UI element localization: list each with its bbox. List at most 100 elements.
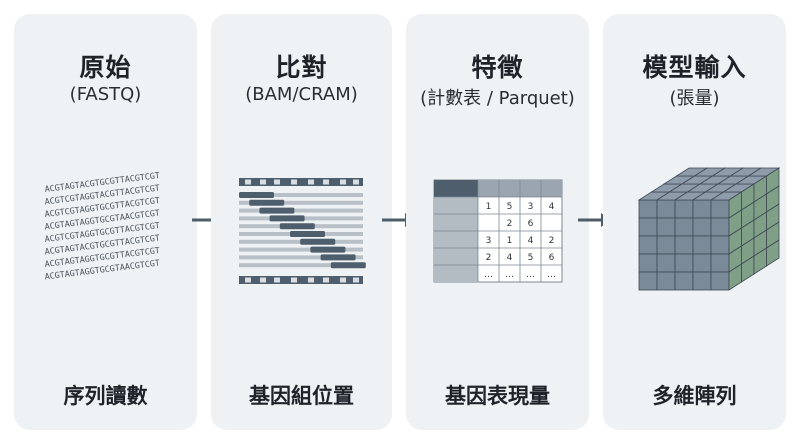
table-cell-value: 2 — [507, 219, 513, 229]
alignment-illustration — [239, 178, 366, 284]
cube-front-cell — [710, 253, 730, 273]
cube-front-cell — [692, 235, 712, 255]
aligned-read — [320, 254, 356, 261]
reference-gap — [260, 179, 266, 185]
sequence-reads: ACGTAGTACGTGCGTTACGTCGTACGTCGTAGGTACGTTA… — [44, 170, 160, 282]
coverage-track — [239, 208, 363, 213]
reference-gap — [323, 179, 329, 185]
reference-gap — [260, 277, 266, 283]
tensor-cube-illustration — [637, 167, 781, 291]
table-cell-value: 5 — [528, 253, 534, 263]
sequence-reads-illustration: ACGTAGTACGTGCGTTACGTCGTACGTCGTAGGTACGTTA… — [44, 170, 160, 282]
cube-front-cell — [638, 271, 658, 291]
cube-front-cell — [692, 271, 712, 291]
cube-front-cell — [638, 253, 658, 273]
table-corner — [434, 180, 478, 197]
cube-front-cell — [674, 217, 694, 237]
stage-panel-model-input: 模型輸入 (張量) 多維陣列 — [603, 14, 786, 430]
cube-front-cell — [656, 199, 676, 219]
cube-front-cell — [656, 217, 676, 237]
aligned-read — [259, 207, 295, 214]
stage-caption: 基因表現量 — [445, 384, 550, 408]
cube-front-cell — [674, 199, 694, 219]
coverage-track — [239, 247, 363, 252]
reference-gap — [274, 179, 280, 185]
table-cell-value: … — [505, 270, 514, 280]
stage-subtitle: (張量) — [669, 88, 720, 109]
reference-gap — [308, 277, 314, 283]
cube-front-cell — [692, 199, 712, 219]
coverage-track — [239, 193, 363, 197]
reference-gap — [245, 277, 251, 283]
table-cell-value: 4 — [507, 253, 513, 263]
stage-subtitle: (FASTQ) — [69, 84, 142, 105]
cube-front-cell — [692, 253, 712, 273]
reference-strip-top — [239, 178, 363, 186]
table-cell-value: 3 — [486, 236, 492, 246]
cube-side-cell — [766, 239, 780, 267]
aligned-read — [239, 192, 274, 198]
cube-front-cell — [638, 199, 658, 219]
aligned-read — [269, 215, 305, 222]
reference-gap — [245, 179, 251, 185]
coverage-track — [239, 200, 363, 205]
reference-gap — [291, 179, 297, 185]
coverage-track — [239, 263, 363, 268]
table-cell-value: 1 — [507, 236, 513, 246]
reference-gap — [308, 179, 314, 185]
cube-front-cell — [674, 253, 694, 273]
cube-front-cell — [656, 271, 676, 291]
cube-front-cell — [656, 253, 676, 273]
stage-title: 特徵 — [471, 53, 524, 82]
stage-caption: 序列讀數 — [63, 384, 148, 408]
cube-front-cell — [674, 271, 694, 291]
aligned-read — [290, 231, 325, 237]
stage-title: 原始 — [79, 53, 132, 82]
stage-caption: 多維陣列 — [652, 384, 737, 408]
aligned-read — [330, 262, 366, 269]
reference-gap — [340, 179, 346, 185]
stage-subtitle: (計數表 / Parquet) — [420, 88, 575, 109]
reference-gap — [323, 277, 329, 283]
cube-front-cell — [710, 199, 730, 219]
aligned-read — [279, 223, 315, 230]
reference-gap — [353, 179, 359, 185]
cube-front-cell — [638, 235, 658, 255]
cube-front-cell — [710, 271, 730, 291]
table-cell-value: 4 — [528, 236, 534, 246]
reference-gap — [291, 277, 297, 283]
reference-gap — [274, 277, 280, 283]
table-cell-value: 4 — [549, 202, 555, 212]
stage-title: 比對 — [275, 53, 328, 82]
stage-subtitle: (BAM/CRAM) — [245, 84, 358, 105]
table-cell-value: 3 — [528, 202, 534, 212]
stage-caption: 基因組位置 — [249, 384, 354, 408]
stage-title: 模型輸入 — [642, 53, 747, 82]
table-cell-value: 1 — [486, 202, 492, 212]
aligned-read — [310, 246, 346, 253]
aligned-read — [249, 199, 285, 206]
table-cell-value: … — [484, 270, 493, 280]
tensor-cube — [637, 167, 781, 291]
cube-front-cell — [674, 235, 694, 255]
cube-front-cell — [710, 235, 730, 255]
reference-strip-bottom — [239, 276, 363, 284]
table-cell-value: … — [526, 270, 535, 280]
cube-front-cell — [710, 217, 730, 237]
reference-gap — [353, 277, 359, 283]
row-header-column — [434, 197, 478, 282]
stage-panel-alignment: 比對 (BAM/CRAM) 基因組位置 — [211, 14, 392, 430]
coverage-track — [239, 255, 363, 260]
aligned-read — [300, 238, 336, 245]
cube-front-cell — [692, 217, 712, 237]
cube-front-cell — [656, 235, 676, 255]
aligned-reads — [239, 178, 366, 284]
table-cell-value: 6 — [549, 253, 555, 263]
table-cell-value: … — [547, 270, 556, 280]
table-cell-value: 2 — [549, 236, 555, 246]
table-cell-value: 5 — [507, 202, 513, 212]
